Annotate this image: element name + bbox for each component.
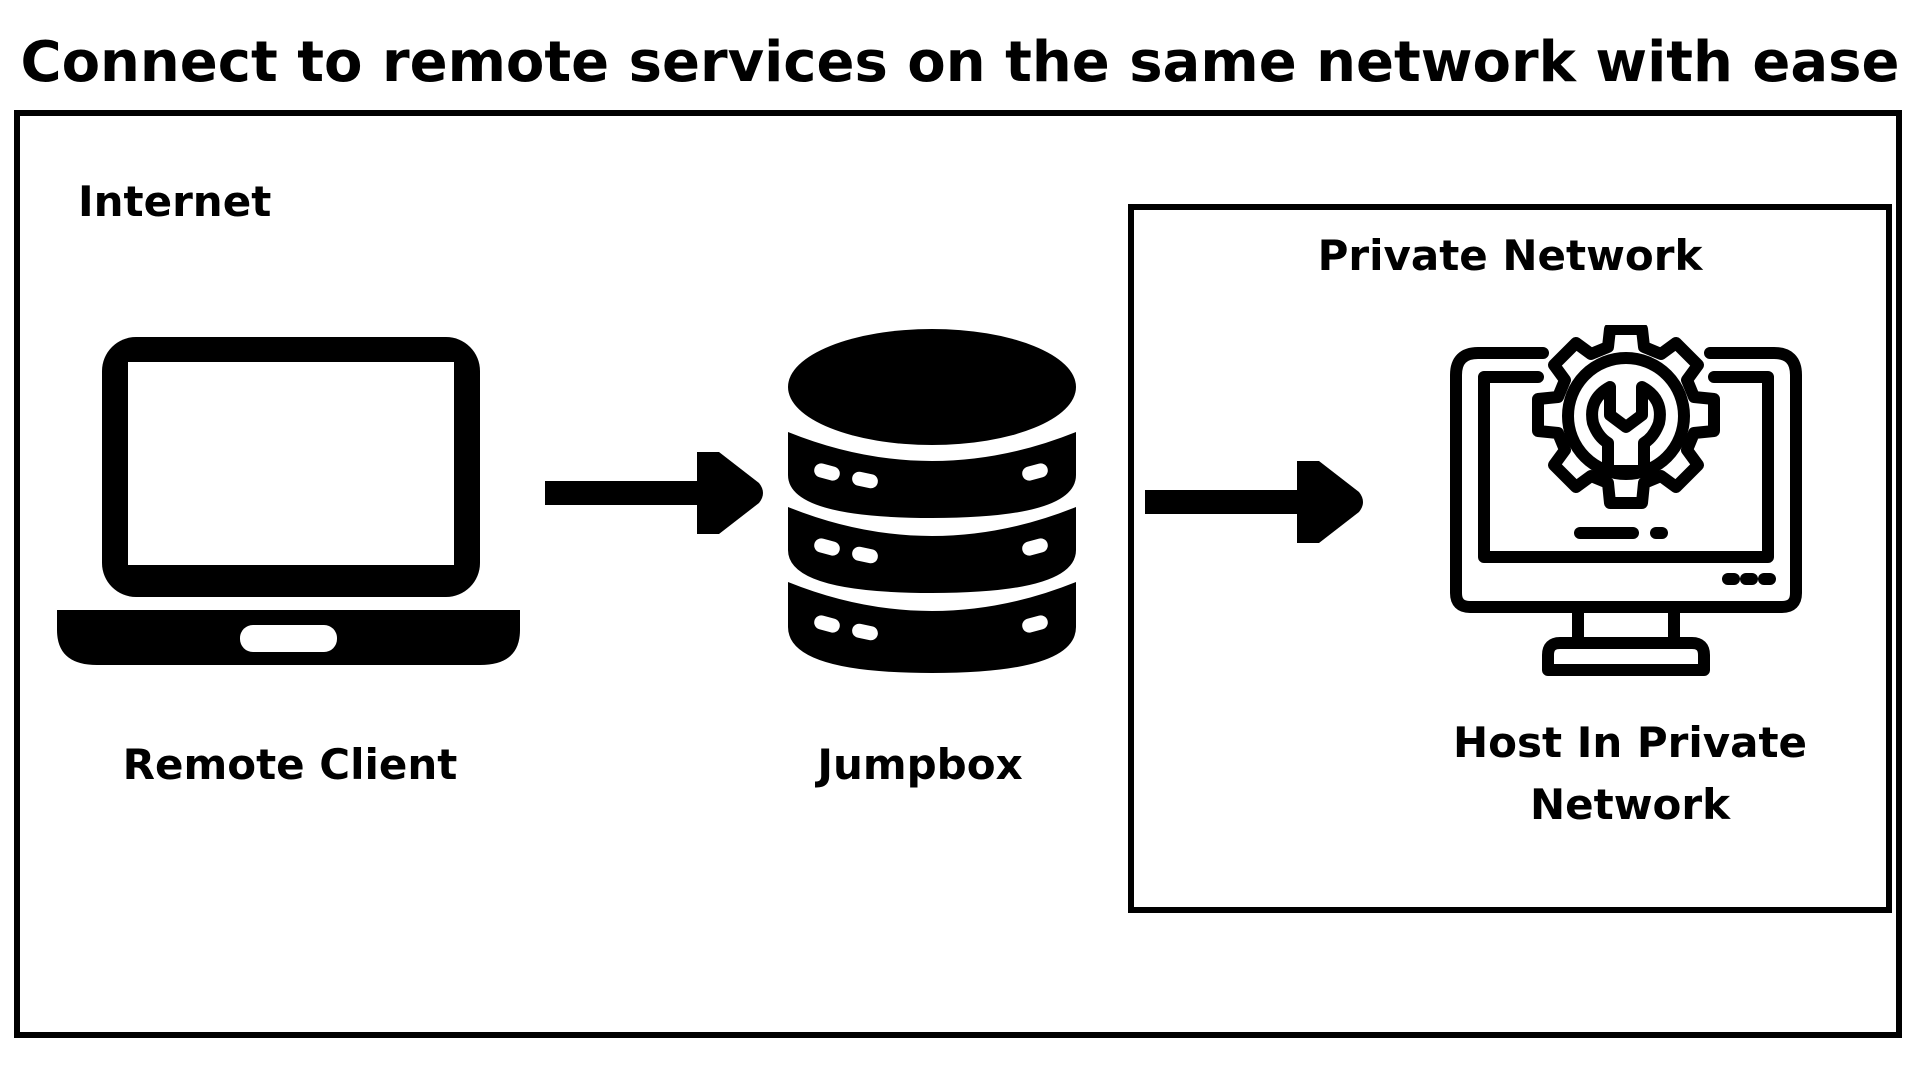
internet-zone-frame xyxy=(14,110,1902,1038)
private-network-zone-label: Private Network xyxy=(1317,231,1703,280)
private-network-zone-frame xyxy=(1128,204,1892,913)
arrow-right-icon xyxy=(545,448,763,538)
remote-client-label: Remote Client xyxy=(122,740,458,789)
laptop-icon xyxy=(55,335,525,670)
host-label: Host In Private Network xyxy=(1452,718,1808,829)
database-server-icon xyxy=(782,325,1082,680)
jumpbox-label: Jumpbox xyxy=(817,740,1023,789)
arrow-right-icon xyxy=(1145,457,1363,547)
diagram-title: Connect to remote services on the same n… xyxy=(20,30,1900,95)
monitor-gear-wrench-icon xyxy=(1448,325,1804,680)
internet-zone-label: Internet xyxy=(78,177,272,226)
